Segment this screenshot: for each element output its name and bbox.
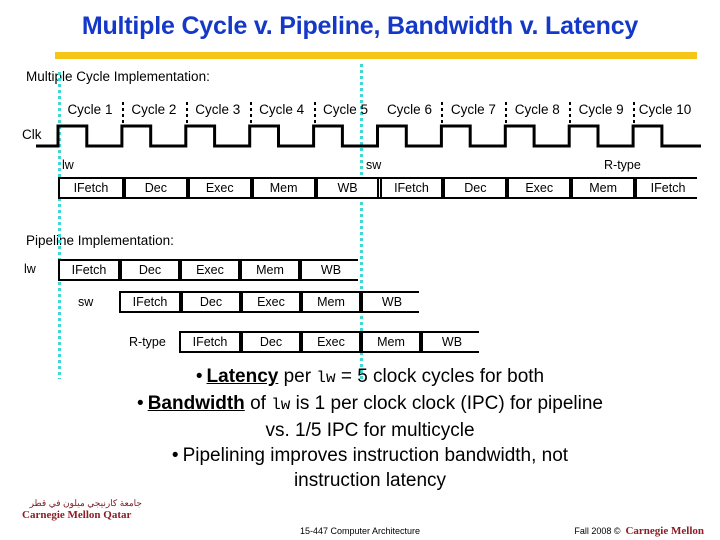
bullet-mono-1: lw [271, 396, 291, 414]
multicycle-stage-2: Dec [123, 179, 188, 197]
bullet-glyph: • [171, 445, 179, 466]
multicycle-stage-6: IFetch [379, 179, 444, 197]
multicycle-stage-3: Exec [187, 179, 252, 197]
cycle-separator-8 [569, 102, 572, 124]
multicycle-label-lw: lw [62, 158, 74, 172]
title-underline-rule [55, 52, 697, 59]
pipeline-rtype-stage-5: WB [421, 333, 481, 351]
bullet-continuation: vs. 1/5 IPC for multicycle [265, 420, 475, 441]
cycle-label-10: Cycle 10 [638, 102, 692, 117]
bullet-list: •Latency per lw = 5 clock cycles for bot… [40, 364, 700, 493]
cycle-label-5: Cycle 5 [323, 102, 369, 117]
multicycle-stage-10: IFetch [635, 179, 699, 197]
bullet-lead-latency: Latency [206, 366, 279, 387]
guide-line-right [360, 64, 363, 379]
cycle-label-7: Cycle 7 [450, 102, 496, 117]
multicycle-stage-9: Mem [571, 179, 636, 197]
bullet-last-line2: instruction latency [293, 470, 447, 491]
cycle-separator-4 [313, 102, 316, 124]
guide-line-left [58, 72, 61, 379]
cycle-label-1: Cycle 1 [67, 102, 113, 117]
bullet-mono-0: lw [316, 369, 336, 387]
clock-waveform [36, 124, 701, 148]
cycle-label-4: Cycle 4 [259, 102, 305, 117]
footer-center-text: 15-447 Computer Architecture [299, 526, 421, 536]
cycle-separator-9 [633, 102, 636, 124]
multicycle-label-rtype: R-type [604, 158, 641, 172]
logo-arabic-text: جامعة كارنيجي ميلون في قطر [29, 498, 142, 508]
bullet-text-b-0: = 5 clock cycles for both [335, 366, 545, 387]
cycle-label-3: Cycle 3 [195, 102, 241, 117]
footer-right-text: Fall 2008 © [574, 526, 621, 536]
bullet-lead-bandwidth: Bandwidth [147, 393, 245, 414]
cycle-label-2: Cycle 2 [131, 102, 177, 117]
pipeline-sw-stage-3: Exec [241, 293, 301, 311]
bullet-glyph: • [137, 393, 144, 414]
bullet-last-line1: Pipelining improves instruction bandwidt… [182, 445, 569, 466]
bullet-item-bandwidth: •Bandwidth of lw is 1 per clock clock (I… [40, 391, 700, 418]
bullet-text-a-1: of [244, 393, 272, 414]
multicycle-stage-7: Dec [443, 179, 508, 197]
clk-label: Clk [22, 127, 42, 142]
pipeline-lw-stage-3: Exec [180, 261, 240, 279]
pipeline-rtype-stage-4: Mem [361, 333, 421, 351]
bullet-text-a-0: per [278, 366, 317, 387]
pipeline-lw-stage-1: IFetch [60, 261, 120, 279]
bullet-glyph: • [195, 366, 203, 387]
multicycle-stage-1: IFetch [60, 179, 124, 197]
pipeline-rtype-stage-1: IFetch [181, 333, 241, 351]
pipeline-label-sw: sw [78, 295, 94, 309]
bullet-item-latency: •Latency per lw = 5 clock cycles for bot… [40, 364, 700, 391]
cycle-separator-3 [249, 102, 252, 124]
pipeline-caption: Pipeline Implementation: [26, 233, 174, 248]
bullet-text-b-1: is 1 per clock clock (IPC) for pipeline [290, 393, 603, 414]
cycle-separator-1 [121, 102, 124, 124]
pipeline-sw-stage-5: WB [361, 293, 421, 311]
multicycle-stage-4: Mem [251, 179, 316, 197]
pipeline-sw-stage-2: Dec [181, 293, 241, 311]
cmu-qatar-logo: جامعة كارنيجي ميلون في قطر Carnegie Mell… [22, 498, 142, 521]
pipeline-rtype-stage-3: Exec [301, 333, 361, 351]
cycle-label-9: Cycle 9 [578, 102, 624, 117]
pipeline-sw-stage-4: Mem [301, 293, 361, 311]
pipeline-rtype-stage-2: Dec [241, 333, 301, 351]
logo-english-text: Carnegie Mellon Qatar [22, 509, 132, 521]
pipeline-label-lw: lw [24, 262, 36, 276]
pipeline-lw-stage-2: Dec [120, 261, 180, 279]
bullet-item-pipelining: •Pipelining improves instruction bandwid… [40, 443, 700, 468]
cycle-separator-7 [505, 102, 508, 124]
pipeline-label-rtype: R-type [129, 335, 166, 349]
multicycle-stage-5: WB [315, 179, 380, 197]
footer-brand: Carnegie Mellon [625, 525, 704, 537]
page-title: Multiple Cycle v. Pipeline, Bandwidth v.… [81, 12, 639, 40]
cycle-label-8: Cycle 8 [514, 102, 560, 117]
cycle-label-row: Cycle 1 Cycle 2 Cycle 3 Cycle 4 Cycle 5 Cycle… [58, 100, 698, 124]
cycle-separator-6 [441, 102, 444, 124]
cycle-separator-2 [185, 102, 188, 124]
pipeline-lw-stage-5: WB [300, 261, 360, 279]
pipeline-lw-stage-4: Mem [240, 261, 300, 279]
multicycle-stage-8: Exec [507, 179, 572, 197]
cycle-label-6: Cycle 6 [386, 102, 432, 117]
multicycle-caption: Multiple Cycle Implementation: [26, 69, 210, 84]
footer-right: Fall 2008 © Carnegie Mellon [574, 525, 704, 537]
multicycle-label-sw: sw [366, 158, 382, 172]
pipeline-sw-stage-1: IFetch [121, 293, 181, 311]
